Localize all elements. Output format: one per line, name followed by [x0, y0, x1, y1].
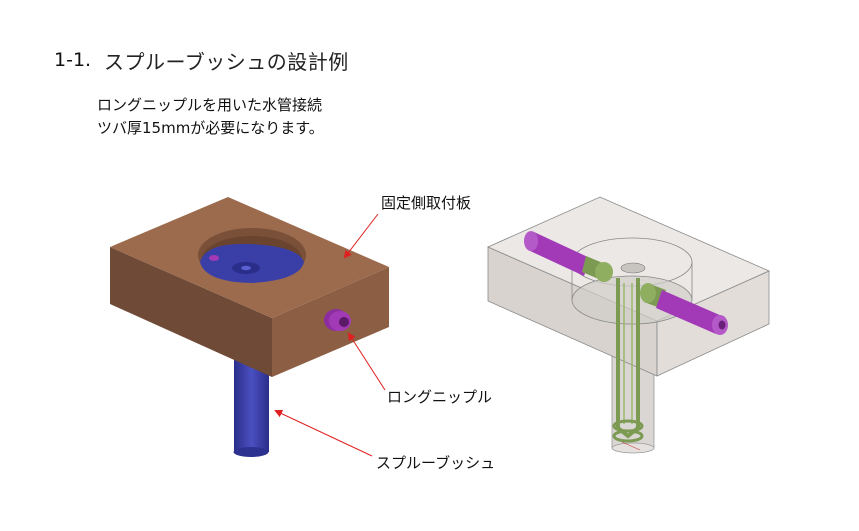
transparent-model [487, 196, 770, 454]
description-line-2: ツバ厚15mmが必要になります。 [97, 119, 324, 137]
description-line-1: ロングニップルを用いた水管接続 [97, 96, 323, 114]
bush-callout-arrow [274, 409, 373, 457]
long-nipple-left [524, 231, 613, 282]
sprue-bush-tip [233, 447, 269, 457]
section-number: 1-1. [54, 49, 92, 71]
long-nipple-solid [324, 309, 351, 331]
long-nipple-right [640, 283, 728, 335]
description: ロングニップルを用いた水管接続 ツバ厚15mmが必要になります。 [97, 94, 324, 140]
plate-callout-arrow [343, 213, 379, 259]
solid-model [110, 197, 389, 457]
plate-front-face [110, 247, 272, 377]
plate-label: 固定側取付板 [381, 194, 472, 212]
nipple-callout-arrow [347, 332, 386, 391]
sprue-bush-label: スプルーブッシュ [376, 454, 496, 472]
page-title: スプルーブッシュの設計例 [104, 50, 349, 74]
nipple-label: ロングニップル [387, 388, 493, 406]
